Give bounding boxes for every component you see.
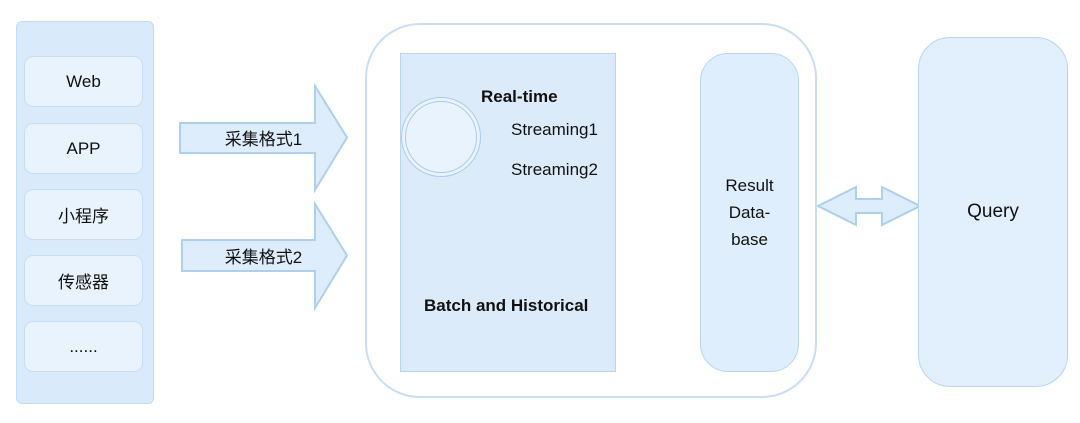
- result-db-line: base: [731, 230, 768, 249]
- source-label: 小程序: [58, 207, 109, 226]
- source-label: APP: [66, 138, 101, 158]
- source-label: 传感器: [58, 273, 109, 292]
- source-node-miniprogram: 小程序: [24, 189, 143, 240]
- ingest-arrow-2-shape: [181, 200, 349, 312]
- ingest-arrow-1-shape: [179, 82, 349, 194]
- streaming2-label: Streaming2: [511, 160, 598, 179]
- source-label: Web: [66, 71, 101, 91]
- bidirectional-arrow: [815, 185, 923, 227]
- stream-circle-icon: [401, 97, 481, 177]
- streaming1-label: Streaming1: [511, 120, 598, 139]
- ingest-arrow-2-label: 采集格式2: [224, 248, 303, 267]
- source-node-sensor: 传感器: [24, 255, 143, 306]
- sources-panel: Web APP 小程序 传感器 ......: [16, 21, 154, 404]
- query-label: Query: [967, 201, 1019, 222]
- ingest-arrow-1-label: 采集格式1: [224, 130, 303, 149]
- realtime-title: Real-time: [481, 87, 558, 106]
- result-database-node: Result Data- base: [700, 53, 799, 372]
- source-label: ......: [69, 336, 98, 356]
- source-node-app: APP: [24, 123, 143, 174]
- batch-historical-label: Batch and Historical: [424, 296, 589, 315]
- query-node: Query: [918, 37, 1068, 387]
- source-node-more: ......: [24, 321, 143, 372]
- result-db-line: Result: [725, 176, 774, 195]
- stream-circle-inner-ring: [405, 101, 477, 173]
- result-db-line: Data-: [728, 203, 771, 222]
- source-node-web: Web: [24, 56, 143, 107]
